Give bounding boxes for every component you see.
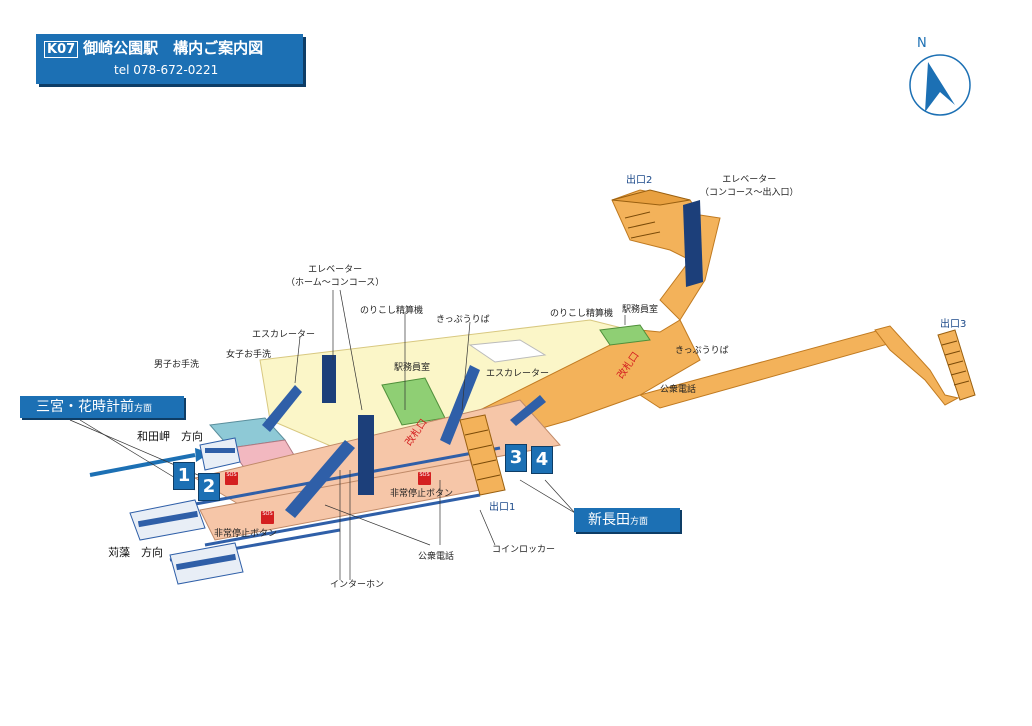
label-escalator-left: エスカレーター [252, 330, 316, 340]
label-interphone: インターホン [330, 580, 385, 590]
label-office-right: 駅務員室 [622, 305, 659, 315]
exit-2-label: 出口2 [626, 175, 653, 186]
label-kippu-left: きっぷうりば [436, 315, 490, 325]
direction-wadamisaki: 和田岬 方向 [137, 430, 203, 443]
platform-3: 3 [505, 444, 527, 472]
arrow-wadamisaki [89, 453, 196, 477]
office-right [599, 324, 651, 346]
label-emergency-center: 非常停止ボタン [390, 489, 454, 499]
platform-2: 2 [198, 473, 220, 501]
label-public-phone-bottom: 公衆電話 [418, 552, 455, 562]
direction-box-east: 新長田方面 [574, 508, 680, 532]
platform-4: 4 [531, 446, 553, 474]
escalators [262, 365, 546, 518]
exit-2-passage [611, 189, 721, 321]
label-coin-locker: コインロッカー [492, 545, 556, 555]
label-mens-toilet: 男子お手洗 [154, 360, 200, 370]
sos-icon: SOS [261, 511, 274, 524]
compass-icon [909, 54, 971, 116]
platform-1: 1 [173, 462, 195, 490]
label-norikoshi-left: のりこし精算機 [360, 306, 424, 316]
compass-label: N [917, 36, 927, 51]
sos-icon: SOS [225, 472, 238, 485]
label-public-phone-right: 公衆電話 [660, 385, 697, 395]
train-3 [169, 542, 244, 585]
exit-3-passage [638, 325, 976, 409]
label-emergency-left: 非常停止ボタン [214, 529, 278, 539]
label-elevator-exit: エレベーター （コンコース～出入口） [700, 175, 799, 198]
exit-1-stairs [459, 414, 506, 496]
elevator-shaft-center [358, 415, 374, 495]
elevator-shaft-left [322, 355, 336, 403]
sos-icon: SOS [418, 472, 431, 485]
label-womens-toilet: 女子お手洗 [226, 350, 272, 360]
direction-box-west: 三宮・花時計前方面 [20, 396, 184, 418]
exit-3-label: 出口3 [940, 319, 967, 330]
label-elevator-home: エレベーター （ホーム～コンコース） [286, 265, 385, 288]
station-code: K07 [44, 41, 79, 58]
train-1 [199, 437, 241, 471]
label-escalator-center: エスカレーター [486, 369, 550, 379]
direction-karumo: 苅藻 方向 [108, 546, 163, 559]
label-norikoshi-right: のりこし精算機 [550, 309, 614, 319]
phone-number: tel 078-672-0221 [114, 63, 219, 77]
exit-1-label: 出口1 [489, 502, 516, 513]
label-kippu-right: きっぷうりば [675, 346, 729, 356]
train-2 [129, 499, 206, 541]
label-office-left: 駅務員室 [394, 363, 431, 373]
